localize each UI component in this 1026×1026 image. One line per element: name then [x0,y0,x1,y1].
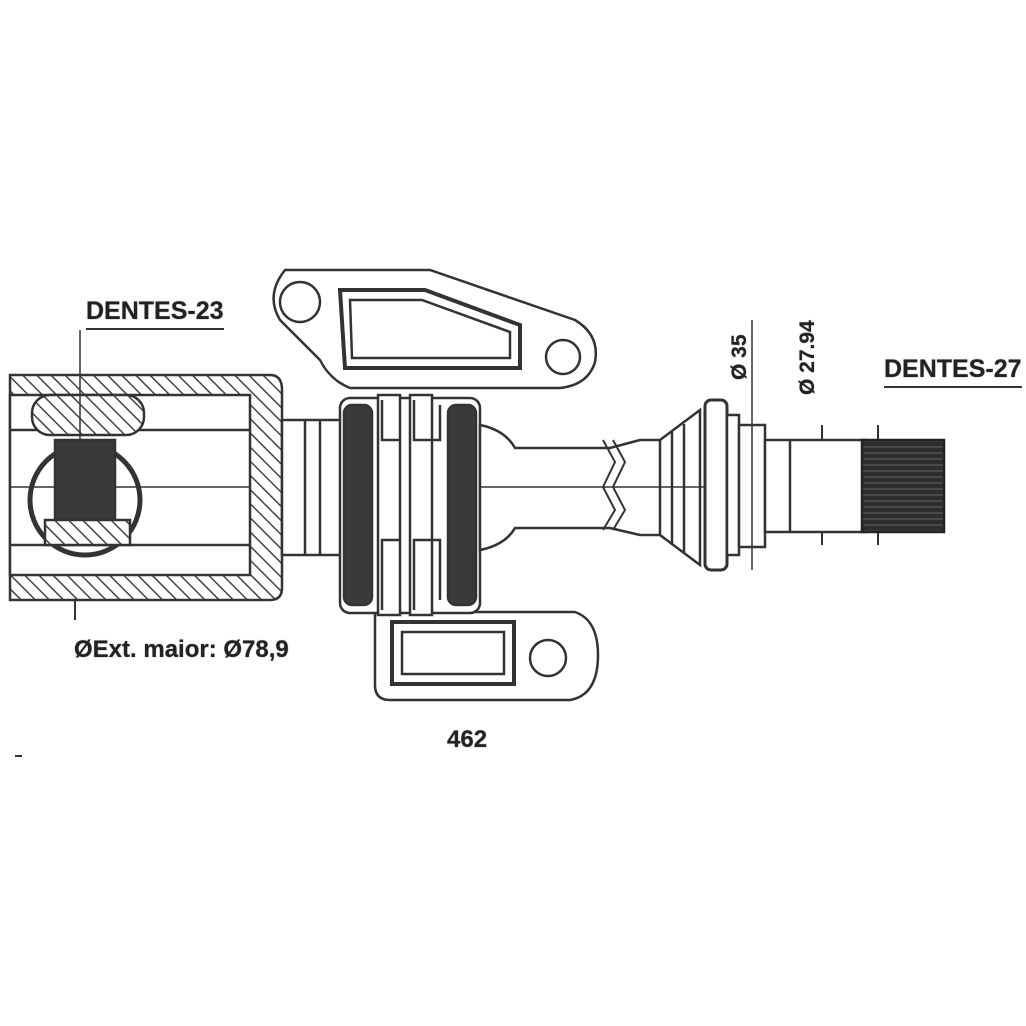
diameter-27-94-label: Ø 27.94 [796,320,819,395]
shaft-flange [703,320,879,572]
output-stub [763,438,946,534]
outer-teeth-label: DENTES-27 [884,355,1022,388]
outer-diameter-label: ØExt. maior: Ø78,9 [74,636,289,663]
shaft-neck [280,418,346,557]
joint-housing [8,330,284,620]
length-label: 462 [447,726,488,753]
upper-mount-bracket [272,268,598,390]
center-bearing [338,393,482,617]
main-shaft [478,407,860,568]
inner-teeth-label: DENTES-23 [86,297,224,330]
lower-mount-bracket [373,610,600,702]
diameter-35-label: Ø 35 [728,334,751,380]
